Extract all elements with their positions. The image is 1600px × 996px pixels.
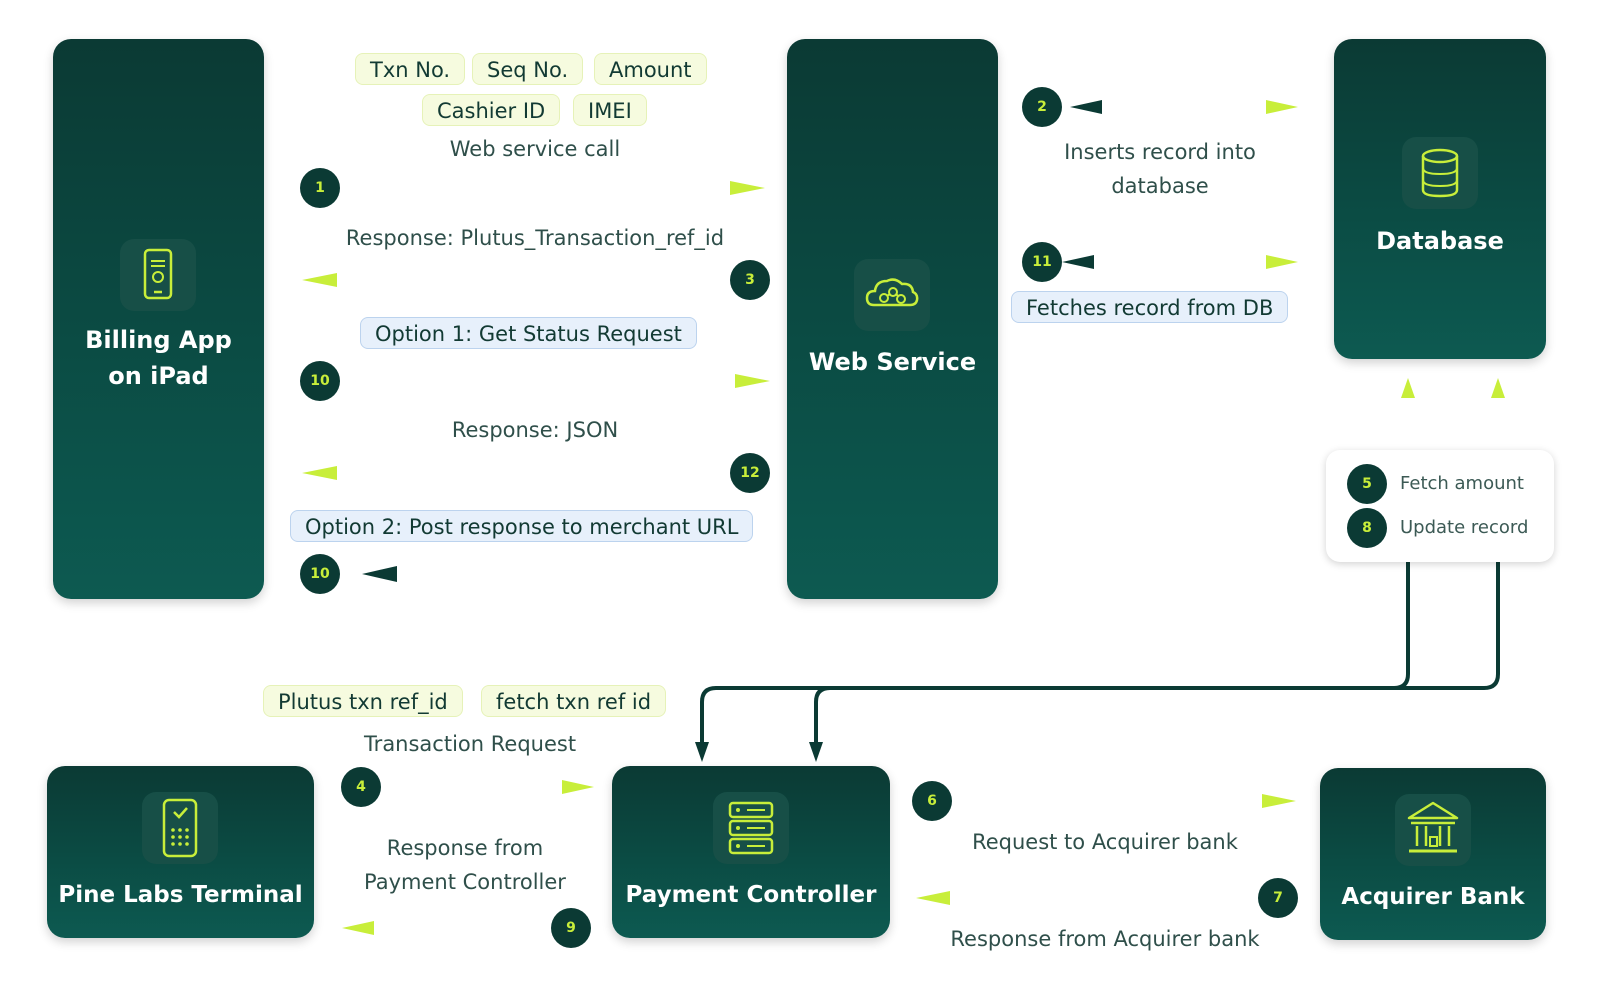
- arrow-insert-record: [1070, 100, 1298, 114]
- web-service-title: Web Service: [808, 348, 977, 376]
- label-response-pc-1: Response from: [386, 836, 544, 860]
- label-response-acquirer: Response from Acquirer bank: [950, 927, 1260, 951]
- step-badge-12: 12: [730, 453, 770, 493]
- arrow-fetch-record: [1062, 255, 1298, 269]
- step-badge-11: 11: [1022, 242, 1062, 282]
- database-icon: [1402, 137, 1478, 209]
- step-badge-9: 9: [551, 908, 591, 948]
- payment-terminal-icon: [142, 792, 218, 864]
- chip-fetch-ref: fetch txn ref id: [481, 685, 667, 717]
- label-inserts-record-1: Inserts record into: [1064, 140, 1256, 164]
- chip-fetches-record: Fetches record from DB: [1011, 291, 1289, 323]
- billing-app-node: Billing App on iPad: [53, 39, 264, 599]
- arrow-response-acquirer: [916, 891, 1242, 905]
- step-badge-7: 7: [1258, 878, 1298, 918]
- step-badge-6: 6: [912, 781, 952, 821]
- payment-controller-title: Payment Controller: [625, 882, 877, 908]
- label-inserts-record-2: database: [1111, 174, 1209, 198]
- arrow-update-record-db: [809, 378, 1505, 762]
- chip-option-1: Option 1: Get Status Request: [360, 317, 697, 349]
- chip-imei: IMEI: [573, 94, 647, 126]
- server-icon: [713, 792, 789, 864]
- arrow-response-json: [302, 466, 720, 480]
- step-badge-10-option2: 10: [300, 554, 340, 594]
- step-badge-3: 3: [730, 260, 770, 300]
- pine-labs-terminal-node: Pine Labs Terminal: [47, 766, 314, 938]
- step-badge-10-option1: 10: [300, 361, 340, 401]
- database-node: Database: [1334, 39, 1546, 359]
- pine-labs-terminal-title: Pine Labs Terminal: [58, 882, 303, 908]
- label-web-service-call: Web service call: [449, 137, 621, 161]
- chip-option-2: Option 2: Post response to merchant URL: [290, 510, 754, 542]
- legend-fetch-amount: Fetch amount: [1400, 473, 1524, 494]
- bank-icon: [1395, 794, 1471, 866]
- label-response-pc-2: Payment Controller: [364, 870, 566, 894]
- step-badge-8: 8: [1347, 508, 1387, 548]
- step-badge-4: 4: [341, 767, 381, 807]
- legend-update-record: Update record: [1400, 517, 1529, 538]
- chip-txn-no: Txn No.: [355, 53, 466, 85]
- step-badge-1: 1: [300, 168, 340, 208]
- tablet-icon: [120, 239, 196, 311]
- arrow-transaction-request: [390, 780, 594, 794]
- arrow-post-response-merchant: [362, 566, 769, 582]
- arrow-request-acquirer: [962, 794, 1296, 808]
- arrow-response-payment-controller: [342, 921, 548, 935]
- step-badge-2: 2: [1022, 87, 1062, 127]
- billing-app-title: Billing App on iPad: [85, 326, 232, 390]
- cloud-network-icon: [854, 259, 930, 331]
- db-legend-box: 5 Fetch amount 8 Update record: [1326, 450, 1554, 562]
- arrow-get-status-request: [352, 374, 770, 388]
- chip-amount: Amount: [594, 53, 707, 85]
- label-response-plutus: Response: Plutus_Transaction_ref_id: [345, 226, 725, 250]
- step-badge-5: 5: [1347, 464, 1387, 504]
- label-transaction-request: Transaction Request: [363, 732, 577, 756]
- label-request-acquirer: Request to Acquirer bank: [972, 830, 1238, 854]
- acquirer-bank-title: Acquirer Bank: [1341, 884, 1525, 910]
- web-service-node: Web Service: [787, 39, 998, 599]
- database-title: Database: [1376, 227, 1504, 255]
- acquirer-bank-node: Acquirer Bank: [1320, 768, 1546, 940]
- payment-controller-node: Payment Controller: [612, 766, 890, 938]
- arrow-response-plutus: [302, 273, 720, 287]
- label-response-json: Response: JSON: [451, 418, 619, 442]
- chip-plutus-ref: Plutus txn ref_id: [263, 685, 463, 717]
- arrow-web-service-call: [348, 181, 765, 195]
- chip-cashier-id: Cashier ID: [422, 94, 561, 126]
- chip-seq-no: Seq No.: [472, 53, 584, 85]
